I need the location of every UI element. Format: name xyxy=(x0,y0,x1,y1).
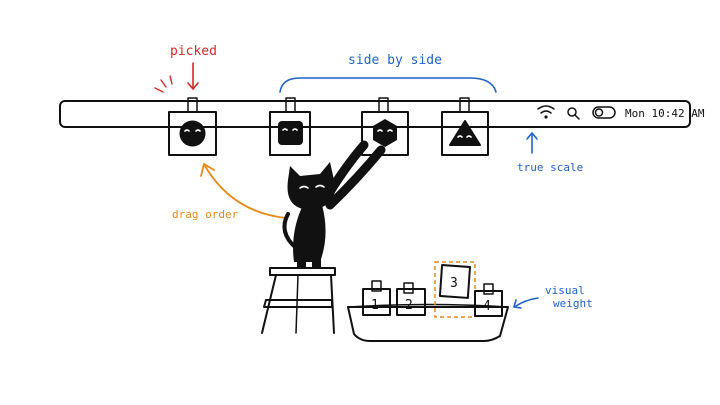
drag-order-annotation: drag order xyxy=(172,162,287,221)
wifi-icon[interactable] xyxy=(537,105,555,119)
tray-card-1-label: 1 xyxy=(371,298,379,313)
tray-card-4[interactable]: 4 xyxy=(474,283,503,317)
true-scale-label: true scale xyxy=(517,161,583,174)
step-stool xyxy=(261,267,336,334)
visual-weight-annotation: visual weight xyxy=(512,284,593,310)
drag-order-label: drag order xyxy=(172,208,239,221)
square-face-icon[interactable] xyxy=(269,97,311,156)
tray-card-3-lifted[interactable]: 3 xyxy=(434,261,476,318)
round-face-icon[interactable] xyxy=(168,97,217,156)
visual-weight-line1: visual xyxy=(545,284,585,297)
triangle-face-icon[interactable] xyxy=(441,97,489,156)
tray-card-2-label: 2 xyxy=(405,298,413,313)
picked-annotation: picked xyxy=(154,44,217,93)
tray-card-2[interactable]: 2 xyxy=(396,282,426,316)
tray-card-1[interactable]: 1 xyxy=(362,280,391,316)
picked-label: picked xyxy=(170,44,217,59)
visual-weight-line2: weight xyxy=(553,297,593,310)
side-by-side-label: side by side xyxy=(348,53,442,68)
toggle-switch-icon[interactable] xyxy=(592,106,616,119)
side-by-side-annotation: side by side xyxy=(279,53,497,93)
tray-card-3-label: 3 xyxy=(450,276,458,291)
hexagon-face-icon[interactable] xyxy=(361,97,409,156)
black-cat xyxy=(282,140,386,268)
true-scale-annotation: true scale xyxy=(517,131,583,174)
card-tray xyxy=(347,303,509,342)
menubar-clock: Mon 10:42 AM xyxy=(625,107,705,120)
tray-card-4-label: 4 xyxy=(483,299,491,314)
search-icon[interactable] xyxy=(567,107,580,120)
